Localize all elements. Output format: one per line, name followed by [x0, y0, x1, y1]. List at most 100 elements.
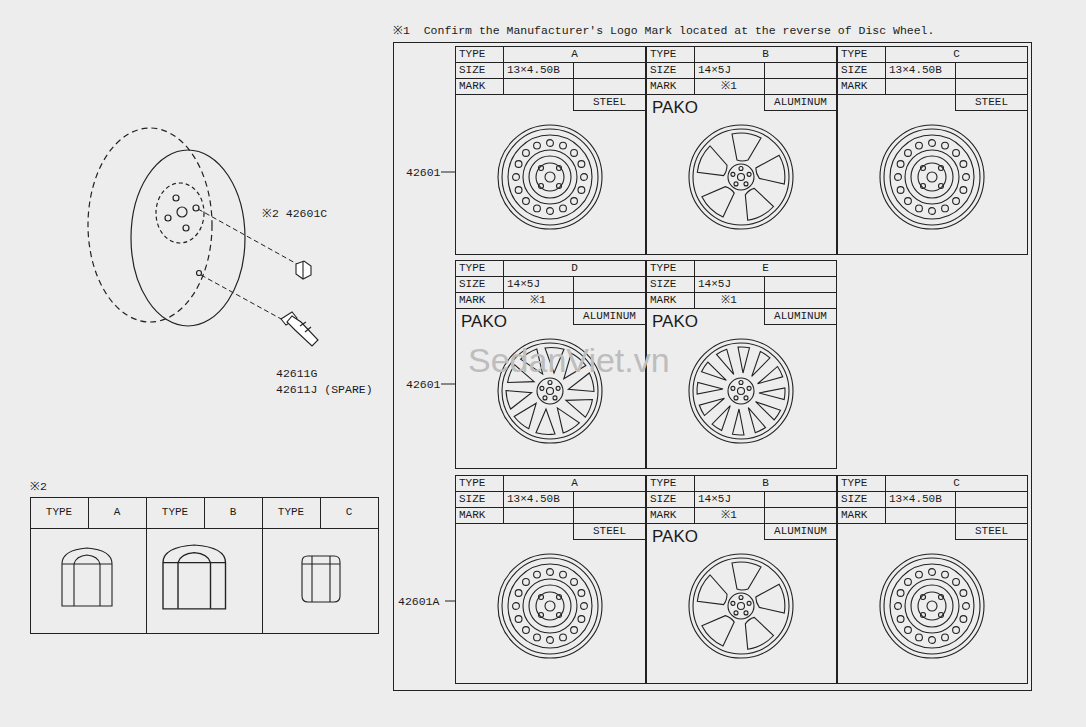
disc-wheel [88, 128, 212, 322]
nut-drawing [62, 545, 340, 609]
cell-text: PAKO [652, 96, 762, 120]
cell-text: 13×4.50B [885, 491, 955, 507]
cell-text: A [88, 497, 146, 528]
nut-table [30, 497, 379, 634]
valve-stem [281, 312, 318, 346]
wheel-table [455, 475, 646, 684]
cell-text: ※1 Confirm the Manufacturer's Logo Mark … [393, 23, 993, 39]
cell-text: 13×4.50B [503, 491, 573, 507]
cell-text: TYPE [455, 46, 503, 62]
cell-text: TYPE [262, 497, 320, 528]
nut-drawing [163, 545, 226, 609]
cell-text: ALUMINUM [764, 308, 837, 324]
cell-text: TYPE [646, 46, 694, 62]
cell-text: B [694, 46, 837, 62]
cell-text: C [885, 46, 1028, 62]
wheel-drawing [498, 125, 602, 229]
disc-wheel [165, 215, 171, 221]
wheel-nut [302, 261, 303, 279]
cell-text: TYPE [455, 260, 503, 276]
cell-text: 14×5J [694, 276, 764, 292]
cell-text: TYPE [455, 475, 503, 491]
wheel-panel: TYPEESIZE14×5JMARK※1ALUMINUMPAKO [646, 260, 837, 469]
cell-text: 13×4.50B [885, 62, 955, 78]
cell-text: SIZE [646, 491, 694, 507]
wheel-panel: TYPECSIZE13×4.50BMARKSTEEL [837, 475, 1028, 684]
wheel-drawing [689, 554, 793, 658]
nut-drawing [163, 545, 226, 609]
cell-text: TYPE [837, 46, 885, 62]
disc-wheel [88, 128, 245, 326]
frame-box [441, 172, 455, 601]
cell-text: SIZE [646, 276, 694, 292]
cell-text: STEEL [955, 94, 1028, 110]
cell-text: ALUMINUM [764, 523, 837, 539]
cell-text: MARK [455, 292, 503, 308]
wheel-panel: TYPECSIZE13×4.50BMARK STEEL [837, 46, 1028, 255]
cell-text: ALUMINUM [573, 308, 646, 324]
cell-text: C [320, 497, 378, 528]
nut-table: ※2TYPEATYPEBTYPEC [30, 497, 378, 633]
cell-text: ※1 [503, 292, 573, 308]
cell-text: 14×5J [694, 62, 764, 78]
disc-wheel [173, 195, 179, 201]
nut-drawing [62, 548, 112, 606]
cell-text: SIZE [455, 491, 503, 507]
disc-wheel [131, 150, 245, 326]
part-number: 42601A [398, 594, 444, 609]
wheel-table [646, 46, 837, 255]
wheel-table [837, 475, 1028, 684]
cell-text: A [503, 475, 646, 491]
wheel-table [646, 475, 837, 684]
cell-text: TYPE [30, 497, 88, 528]
cell-text: MARK [837, 78, 885, 94]
wheel-panel: TYPEBSIZE14×5JMARK※1ALUMINUMPAKO [646, 46, 837, 255]
part-number: 42611G [276, 366, 366, 381]
cell-text: MARK [646, 78, 694, 94]
cell-text: TYPE [146, 497, 204, 528]
cell-text: SIZE [455, 276, 503, 292]
wheel-panel: TYPEASIZE13×4.50BMARKSTEEL [455, 46, 646, 255]
cell-text: 14×5J [503, 276, 573, 292]
cell-text: SIZE [837, 62, 885, 78]
wheel-drawing [498, 125, 984, 658]
wheel-nut [296, 261, 311, 279]
frame-box [394, 43, 1032, 691]
leader-line [201, 275, 283, 320]
cell-text: ALUMINUM [764, 94, 837, 110]
cell-text: ※2 [30, 479, 70, 495]
valve-stem [300, 322, 311, 332]
wheel-panel: TYPEBSIZE14×5JMARK※1ALUMINUMPAKO [646, 475, 837, 684]
cell-text: C [885, 475, 1028, 491]
leader-line [198, 209, 297, 320]
nut-type-cell: TYPEA [30, 497, 146, 528]
cell-text: A [503, 46, 646, 62]
cell-text: ※1 [694, 507, 764, 523]
cell-text: PAKO [652, 525, 762, 549]
disc-wheel [193, 205, 199, 211]
frame-box [394, 43, 1032, 691]
cell-text: TYPE [646, 260, 694, 276]
wheel-drawing [880, 125, 984, 229]
wheel-table [646, 260, 837, 469]
cell-text: SIZE [837, 491, 885, 507]
nut-table [30, 497, 378, 633]
nut-type-cell: TYPEB [146, 497, 262, 528]
cell-text: TYPE [646, 475, 694, 491]
disc-wheel [156, 183, 204, 243]
nut-drawing [302, 556, 340, 602]
part-number: 42601 [406, 165, 446, 180]
part-number: 42611J (SPARE) [276, 382, 396, 397]
cell-text: STEEL [573, 94, 646, 110]
valve-stem [287, 316, 318, 346]
watermark: SedanViet.vn [468, 340, 738, 380]
wheel-panel: TYPEASIZE13×4.50BMARKSTEEL [455, 475, 646, 684]
cell-text: SIZE [455, 62, 503, 78]
wheel-drawing [880, 554, 984, 658]
part-number: ※2 42601C [262, 206, 382, 221]
wheel-table [455, 46, 1028, 684]
cell-text: 13×4.50B [503, 62, 573, 78]
cell-text: PAKO [461, 310, 571, 334]
cell-text: TYPE [837, 475, 885, 491]
